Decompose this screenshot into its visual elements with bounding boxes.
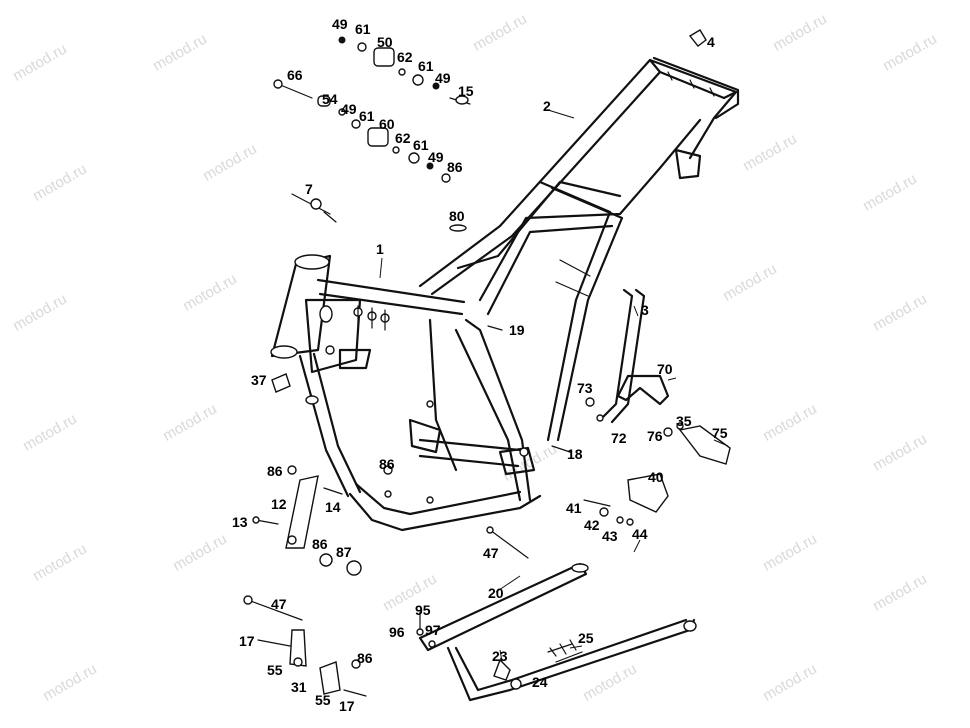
rear-subframe	[418, 56, 740, 442]
callout-part-80[interactable]: 80	[449, 208, 465, 224]
callout-part-86[interactable]: 86	[357, 650, 373, 666]
callout-part-86[interactable]: 86	[447, 159, 463, 175]
callout-part-49[interactable]: 49	[435, 70, 451, 86]
callout-part-75[interactable]: 75	[712, 425, 728, 441]
callout-part-47[interactable]: 47	[271, 596, 287, 612]
callout-part-14[interactable]: 14	[325, 499, 341, 515]
callout-part-24[interactable]: 24	[532, 674, 548, 690]
callout-part-19[interactable]: 19	[509, 322, 525, 338]
callout-part-96[interactable]: 96	[389, 624, 405, 640]
callout-part-2[interactable]: 2	[543, 98, 551, 114]
callout-part-76[interactable]: 76	[647, 428, 663, 444]
main-frame	[270, 254, 542, 532]
callout-part-66[interactable]: 66	[287, 67, 303, 83]
callout-part-20[interactable]: 20	[488, 585, 504, 601]
left-hardware-group	[252, 373, 529, 576]
callout-part-49[interactable]: 49	[428, 149, 444, 165]
callout-part-17[interactable]: 17	[239, 633, 255, 649]
callout-part-86[interactable]: 86	[312, 536, 328, 552]
bushing-hardware-group	[273, 29, 707, 232]
side-rail	[598, 288, 646, 424]
callout-part-47[interactable]: 47	[483, 545, 499, 561]
callout-part-37[interactable]: 37	[251, 372, 267, 388]
callout-part-3[interactable]: 3	[641, 302, 649, 318]
callout-part-62[interactable]: 62	[395, 130, 411, 146]
lower-bracket-group	[243, 595, 367, 697]
leader-lines	[379, 109, 729, 663]
callout-part-44[interactable]: 44	[632, 526, 648, 542]
callout-part-61[interactable]: 61	[355, 21, 371, 37]
side-stand	[416, 562, 697, 702]
callout-part-7[interactable]: 7	[305, 181, 313, 197]
callout-part-72[interactable]: 72	[611, 430, 627, 446]
callout-part-54[interactable]: 54	[322, 91, 338, 107]
callout-part-61[interactable]: 61	[413, 137, 429, 153]
callout-part-95[interactable]: 95	[415, 602, 431, 618]
callout-part-61[interactable]: 61	[418, 58, 434, 74]
callout-part-41[interactable]: 41	[566, 500, 582, 516]
callout-part-40[interactable]: 40	[648, 469, 664, 485]
callout-part-73[interactable]: 73	[577, 380, 593, 396]
callout-part-86[interactable]: 86	[379, 456, 395, 472]
callout-part-4[interactable]: 4	[707, 34, 715, 50]
callout-part-35[interactable]: 35	[676, 413, 692, 429]
callout-part-55[interactable]: 55	[267, 662, 283, 678]
callout-part-31[interactable]: 31	[291, 679, 307, 695]
callout-part-49[interactable]: 49	[341, 101, 357, 117]
callout-part-43[interactable]: 43	[602, 528, 618, 544]
callout-part-97[interactable]: 97	[425, 622, 441, 638]
callout-part-62[interactable]: 62	[397, 49, 413, 65]
callout-part-23[interactable]: 23	[492, 648, 508, 664]
callout-part-15[interactable]: 15	[458, 83, 474, 99]
right-hardware-group	[487, 325, 731, 526]
callout-part-70[interactable]: 70	[657, 361, 673, 377]
callout-part-50[interactable]: 50	[377, 34, 393, 50]
callout-part-12[interactable]: 12	[271, 496, 287, 512]
callout-part-55[interactable]: 55	[315, 692, 331, 708]
callout-part-61[interactable]: 61	[359, 108, 375, 124]
callout-part-86[interactable]: 86	[267, 463, 283, 479]
callout-part-87[interactable]: 87	[336, 544, 352, 560]
callout-part-60[interactable]: 60	[379, 116, 395, 132]
callout-part-42[interactable]: 42	[584, 517, 600, 533]
callout-part-17[interactable]: 17	[339, 698, 355, 714]
callout-part-13[interactable]: 13	[232, 514, 248, 530]
callout-part-18[interactable]: 18	[567, 446, 583, 462]
callout-part-49[interactable]: 49	[332, 16, 348, 32]
callout-part-1[interactable]: 1	[376, 241, 384, 257]
callout-part-25[interactable]: 25	[578, 630, 594, 646]
